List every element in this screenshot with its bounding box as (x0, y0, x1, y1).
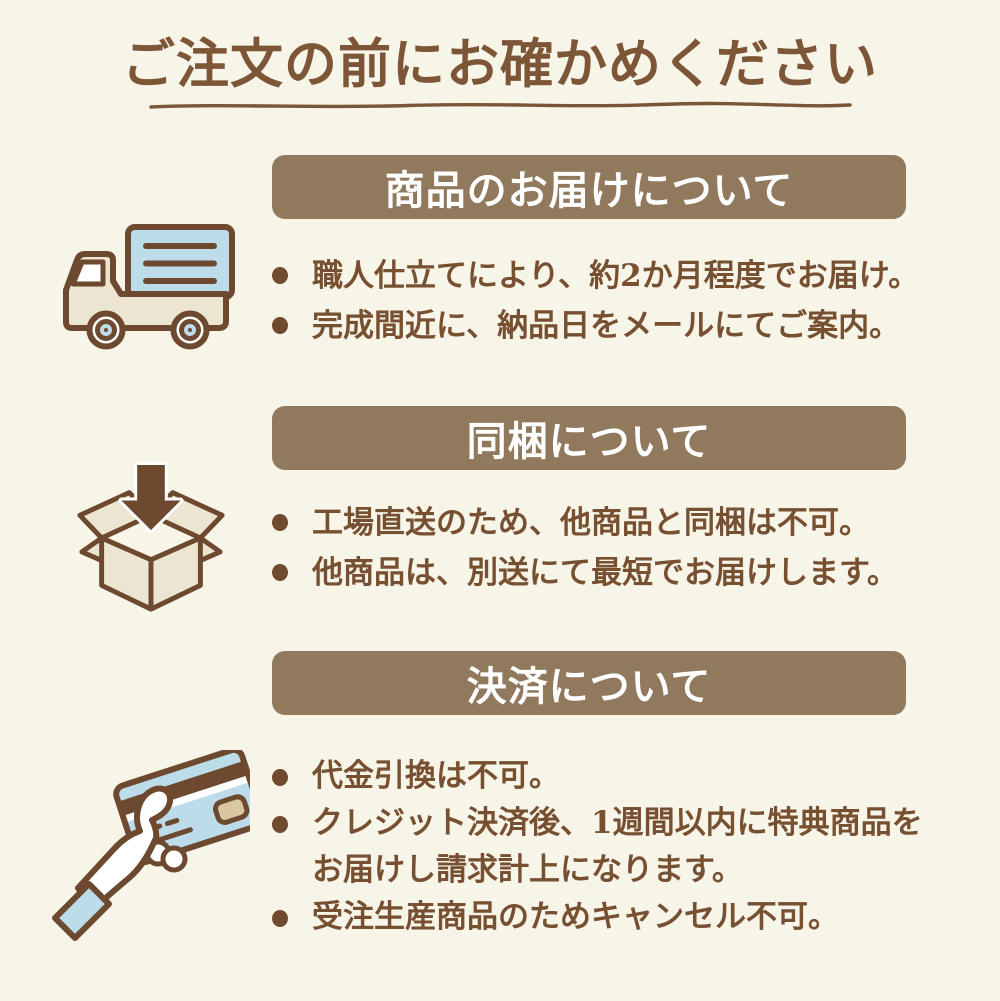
truck-icon (58, 224, 236, 356)
bullet-item: 工場直送のため、他商品と同梱は不可。 (270, 498, 930, 548)
bullet-item: 受注生産商品のためキャンセル不可。 (270, 894, 930, 941)
credit-card-hand-icon (45, 750, 250, 955)
bullet-item: 代金引換は不可。 (270, 753, 930, 800)
page-title: ご注文の前にお確かめください (122, 33, 878, 95)
delivery-bullet-list: 職人仕立てにより、約2か月程度でお届け。 完成間近に、納品日をメールにてご案内。 (270, 251, 930, 351)
section-delivery-header: 商品のお届けについて (272, 155, 906, 219)
payment-bullet-list: 代金引換は不可。 クレジット決済後、1週間以内に特典商品をお届けし請求計上になり… (270, 753, 930, 941)
bullet-item: クレジット決済後、1週間以内に特典商品をお届けし請求計上になります。 (270, 800, 930, 894)
bullet-item: 完成間近に、納品日をメールにてご案内。 (270, 301, 930, 351)
title-underline (149, 101, 852, 109)
section-payment-heading: 決済について (466, 664, 712, 710)
box-icon (72, 458, 230, 620)
bullet-item: 他商品は、別送にて最短でお届けします。 (270, 548, 930, 598)
section-bundling-header: 同梱について (272, 406, 906, 470)
section-bundling-heading: 同梱について (466, 419, 712, 465)
bundling-bullet-list: 工場直送のため、他商品と同梱は不可。 他商品は、別送にて最短でお届けします。 (270, 498, 930, 598)
section-payment-header: 決済について (272, 651, 906, 715)
section-delivery-heading: 商品のお届けについて (384, 168, 794, 214)
bullet-item: 職人仕立てにより、約2か月程度でお届け。 (270, 251, 930, 301)
